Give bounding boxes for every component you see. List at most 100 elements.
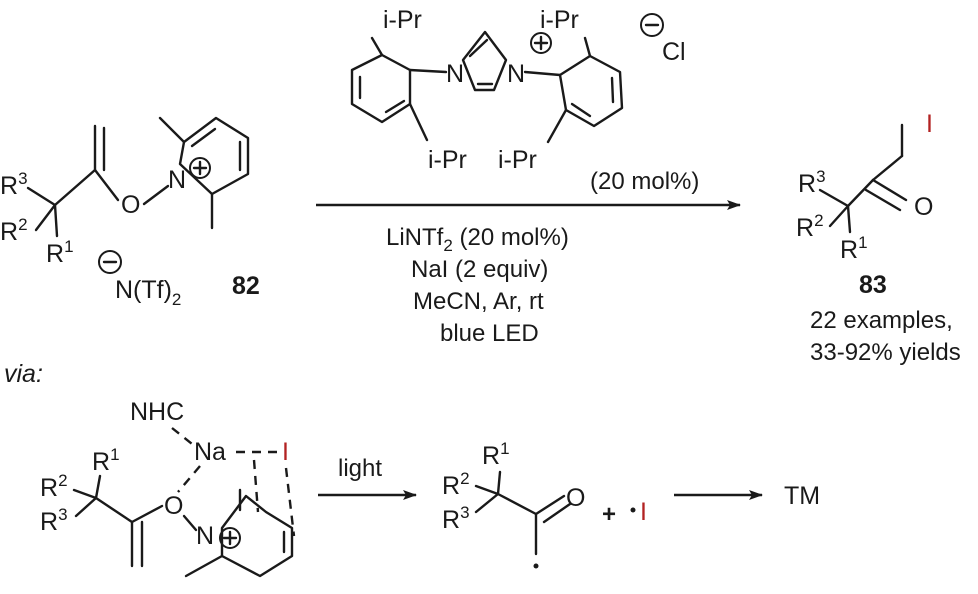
intermediate-r3: R <box>40 508 58 536</box>
substrate-pyridinium-double <box>190 127 217 148</box>
catalyst-right-aryl-double <box>610 76 615 104</box>
radical-r1-bond <box>496 470 502 496</box>
substrate-plus-sign <box>192 160 208 176</box>
catalyst-ipr-bottom-right: i-Pr <box>498 146 537 174</box>
product-oxygen: O <box>914 193 933 221</box>
catalyst-right-aryl-double2 <box>570 102 592 118</box>
catalyst-loading: (20 mol%) <box>590 168 699 195</box>
substrate-positive-charge-icon <box>189 157 211 179</box>
intermediate-r3-superscript: 3 <box>58 505 67 524</box>
radical-iodine: I <box>640 498 647 526</box>
product-r2-superscript: 2 <box>814 211 823 230</box>
iodine-radical-dot-icon <box>630 507 636 513</box>
catalyst-counterion: Cl <box>662 38 686 66</box>
mechanism-radical: R2 R1 R3 O + I <box>442 439 647 569</box>
product-83: I O R3 R2 R1 83 22 examples, 33-92% yiel… <box>796 110 961 366</box>
conditions-litf2-loading: (20 mol%) <box>453 224 569 251</box>
anion-negative-charge-icon <box>98 250 122 274</box>
catalyst-imidazolium-double <box>468 38 489 58</box>
intermediate-sodium: Na <box>194 438 226 466</box>
radical-r1-label: R1 <box>482 439 510 470</box>
radical-r3-superscript: 3 <box>460 503 469 522</box>
intermediate-r2: R <box>40 474 58 502</box>
catalyst-n1: N <box>446 60 464 88</box>
substrate-methyl-top-bond <box>158 116 186 144</box>
intermediate-nitrogen: N <box>196 522 214 550</box>
substrate-82: R3 R2 R1 O N N(Tf)2 82 <box>0 116 260 309</box>
substrate-oxygen: O <box>121 191 140 219</box>
light-label: light <box>338 455 382 482</box>
product-r1-superscript: 1 <box>858 233 867 252</box>
intermediate-plus-sign <box>222 530 238 546</box>
product-r3-bond <box>818 188 850 208</box>
product-iodine: I <box>926 110 933 138</box>
product-label: 83 <box>859 271 887 299</box>
substrate-label: 82 <box>232 272 260 300</box>
radical-r2: R <box>442 472 460 500</box>
chloride-negative-charge-icon <box>640 13 664 37</box>
conditions-line1: LiNTf2 (20 mol%) <box>386 224 569 255</box>
catalyst-left-ipr-bond-top <box>370 36 384 57</box>
product-alpha-bond <box>846 178 875 208</box>
catalyst-n2: N <box>507 60 525 88</box>
product-r3-superscript: 3 <box>816 167 825 186</box>
intermediate-r1-label: R1 <box>92 445 120 476</box>
substrate-r2: R <box>0 218 18 246</box>
substrate-r3-superscript: 3 <box>18 169 27 188</box>
radical-r1: R <box>482 442 500 470</box>
product-scope-line1: 22 examples, <box>810 307 953 334</box>
product-carbonyl-double <box>864 188 902 212</box>
mechanism-via-label: via: <box>4 360 43 388</box>
intermediate-o-n-bond <box>182 514 198 532</box>
conditions-line4: blue LED <box>440 320 539 347</box>
nhc-na-dashed-bond <box>171 427 193 445</box>
substrate-anion-formula: N(Tf) <box>115 276 172 304</box>
intermediate-positive-charge-icon <box>219 527 241 549</box>
intermediate-c-o-bond <box>130 504 164 524</box>
substrate-anion: N(Tf)2 <box>115 276 181 309</box>
catalyst-right-ipr-bond-bottom <box>546 108 568 144</box>
catalyst-right-n-bond <box>523 70 562 77</box>
product-r3-label: R3 <box>798 167 826 198</box>
product-r3: R <box>798 170 816 198</box>
substrate-r1-bond <box>53 203 59 238</box>
i-ring-dashed-bond <box>284 467 296 537</box>
catalyst-imidazolium-ring <box>461 30 508 92</box>
product-carbonyl-bond <box>871 178 908 202</box>
substrate-nitrogen: N <box>168 166 186 194</box>
na-o-dashed-bond <box>177 465 201 493</box>
product-r2-bond <box>828 204 850 228</box>
carbon-radical-dot-icon <box>533 563 539 569</box>
intermediate-iodine: I <box>282 438 289 466</box>
radical-alpha-bond <box>496 492 538 516</box>
product-r2: R <box>796 214 814 242</box>
intermediate-pyridinium-ring <box>220 494 294 578</box>
substrate-r1-label: R1 <box>46 237 74 268</box>
substrate-r3-bond <box>26 186 57 207</box>
catalyst-ipr-bottom-left: i-Pr <box>428 146 467 174</box>
substrate-c-o-bond <box>93 168 120 202</box>
target-molecule-label: TM <box>784 482 820 510</box>
radical-carbonyl-bond <box>534 494 566 516</box>
intermediate-r3-bond <box>74 496 98 518</box>
radical-oxygen: O <box>566 484 585 512</box>
intermediate-r1: R <box>92 448 110 476</box>
product-ch2-carbonyl-bond <box>871 154 904 182</box>
catalyst-plus-sign <box>533 35 549 51</box>
substrate-r3-label: R3 <box>0 169 28 200</box>
intermediate-r2-bond <box>72 488 98 500</box>
substrate-r3: R <box>0 172 18 200</box>
product-r1-bond <box>846 204 852 234</box>
radical-r3: R <box>442 506 460 534</box>
catalyst-positive-charge-icon <box>530 32 552 54</box>
catalyst-left-aryl-double2 <box>384 99 406 114</box>
intermediate-alpha-bond <box>94 496 134 524</box>
product-r1: R <box>840 236 858 264</box>
mechanism-intermediate: NHC Na I R2 R1 R3 O N <box>40 398 296 578</box>
conditions-line2: NaI (2 equiv) <box>411 256 548 283</box>
radical-r2-label: R2 <box>442 469 470 500</box>
substrate-r1: R <box>46 240 64 268</box>
product-r1-label: R1 <box>840 233 868 264</box>
radical-r3-label: R3 <box>442 503 470 534</box>
